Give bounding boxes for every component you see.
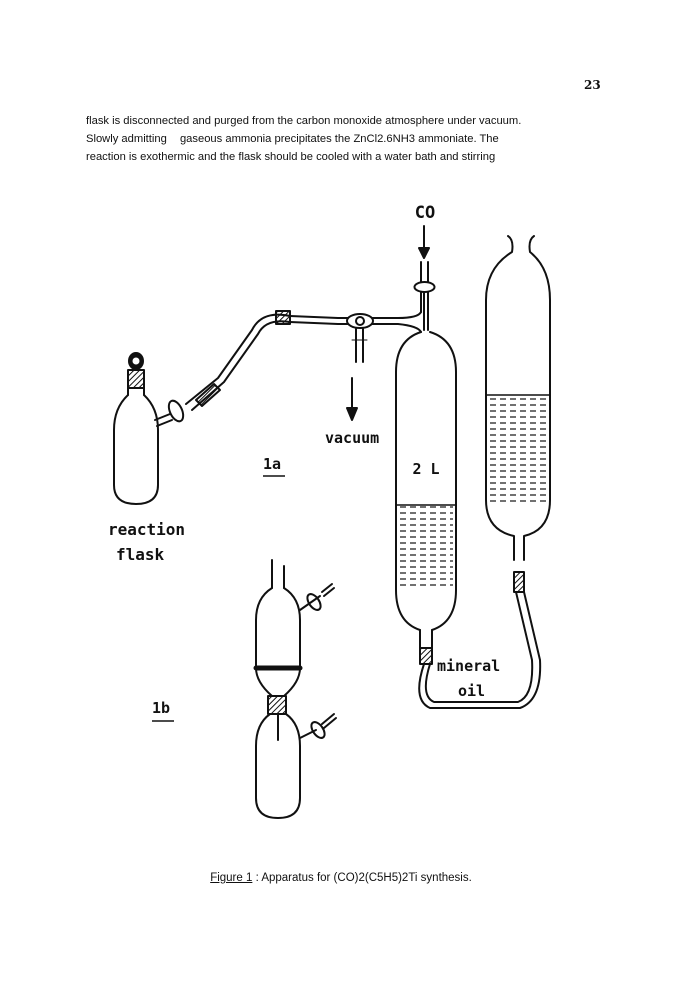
label-flask: flask bbox=[116, 545, 165, 564]
filter-apparatus-1b bbox=[253, 559, 337, 819]
label-vacuum: vacuum bbox=[325, 429, 379, 447]
label-1b-group: 1b bbox=[152, 699, 174, 722]
reservoir-2l bbox=[395, 331, 457, 665]
reaction-flask-1a bbox=[113, 352, 159, 505]
co-inlet-tube bbox=[413, 261, 436, 331]
label-1b: 1b bbox=[152, 699, 170, 717]
page-number: 23 bbox=[584, 78, 601, 92]
paragraph-line-2-start: Slowly admitting bbox=[86, 133, 167, 145]
label-1a: 1a bbox=[263, 455, 281, 473]
paragraph-line-3: reaction is exothermic and the flask sho… bbox=[86, 151, 496, 163]
caption-figure-ref: Figure 1 bbox=[210, 872, 253, 884]
paragraph-line-2: Slowly admitting gaseous ammonia precipi… bbox=[86, 130, 606, 148]
vacuum-stopcock bbox=[346, 313, 374, 363]
manifold-tube bbox=[289, 311, 422, 333]
paragraph-line-2-end: gaseous ammonia precipitates the ZnCl2.6… bbox=[179, 133, 499, 145]
co-inlet-arrow bbox=[418, 225, 430, 259]
label-1a-group: 1a bbox=[263, 455, 285, 477]
label-mineral: mineral bbox=[437, 657, 500, 675]
flask-side-stopcock bbox=[154, 399, 185, 427]
flask-connecting-tube bbox=[185, 310, 291, 411]
tube-clamp-upper bbox=[195, 383, 221, 407]
figure-caption: Figure 1 : Apparatus for (CO)2(C5H5)2Ti … bbox=[0, 872, 682, 884]
leveling-bulb bbox=[485, 235, 551, 593]
label-oil: oil bbox=[458, 682, 485, 700]
label-2l: 2 L bbox=[412, 460, 439, 478]
caption-text: : Apparatus for (CO)2(C5H5)2Ti synthesis… bbox=[252, 872, 472, 884]
body-paragraph: flask is disconnected and purged from th… bbox=[86, 112, 606, 166]
vacuum-arrow bbox=[346, 377, 358, 421]
label-reaction: reaction bbox=[108, 520, 185, 539]
connecting-hose bbox=[418, 591, 542, 709]
label-co: CO bbox=[415, 203, 435, 223]
paragraph-line-1: flask is disconnected and purged from th… bbox=[86, 115, 522, 127]
